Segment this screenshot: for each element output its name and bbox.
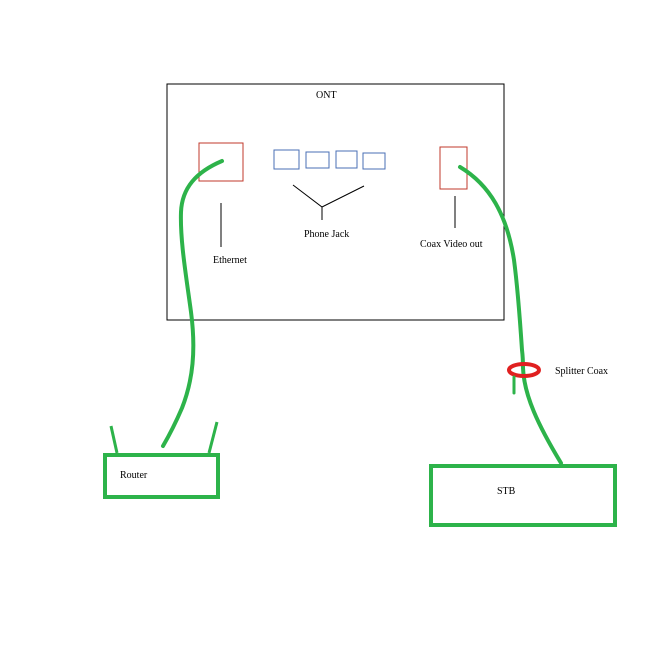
phone-jack-pointer-lines bbox=[292, 184, 365, 220]
coax-video-out-label: Coax Video out bbox=[420, 239, 483, 250]
splitter-coax-label: Splitter Coax bbox=[555, 366, 608, 377]
phone-jack-port bbox=[362, 152, 386, 170]
phone-jack-label: Phone Jack bbox=[304, 229, 349, 240]
phone-jack-group bbox=[273, 149, 386, 170]
phone-jack-port bbox=[335, 150, 358, 169]
router-antenna-left bbox=[109, 425, 119, 454]
router-antenna-right bbox=[207, 421, 219, 454]
ethernet-label: Ethernet bbox=[213, 255, 247, 266]
router-box bbox=[103, 453, 220, 499]
ethernet-cable bbox=[161, 159, 224, 448]
phone-jack-port bbox=[305, 151, 330, 169]
coax-cable bbox=[458, 165, 563, 465]
ont-label: ONT bbox=[316, 90, 337, 101]
phone-jack-port bbox=[273, 149, 300, 170]
coax-video-out-port bbox=[439, 146, 468, 190]
ont-box bbox=[166, 83, 505, 321]
splitter-coax-ring bbox=[507, 362, 541, 378]
router-label: Router bbox=[120, 470, 148, 481]
stb-label: STB bbox=[497, 486, 516, 497]
ethernet-port bbox=[198, 142, 244, 182]
stb-box bbox=[429, 464, 617, 527]
